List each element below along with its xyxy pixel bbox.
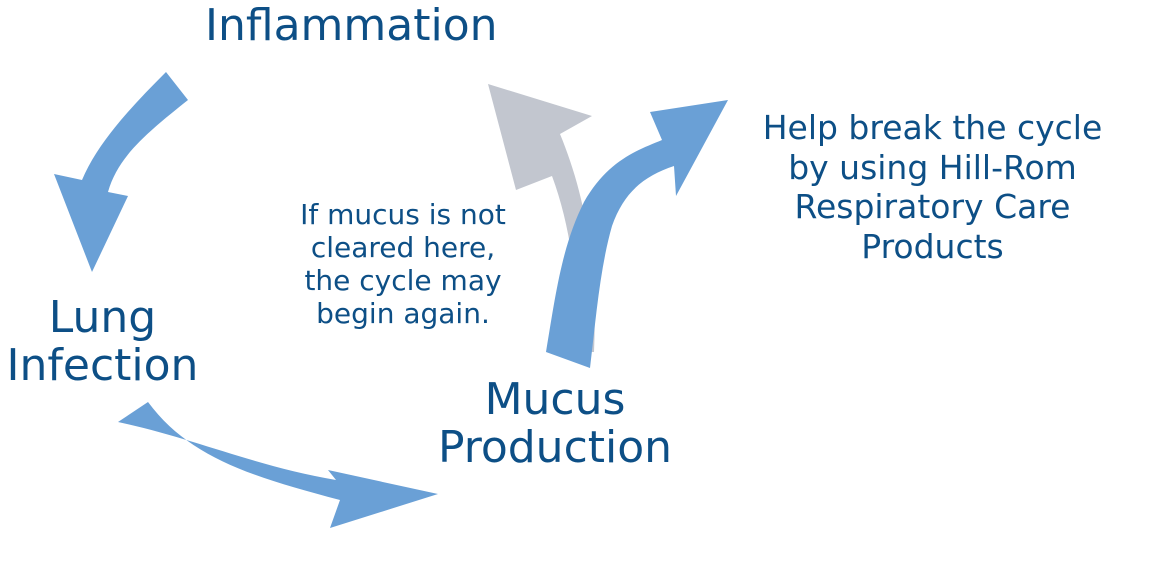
note-not-cleared: If mucus is not cleared here, the cycle …	[278, 198, 528, 330]
note-not-cleared-line-3: the cycle may	[304, 264, 502, 298]
arrow-cycle-restart	[488, 84, 595, 352]
node-inflammation-line: Inflammation	[205, 0, 498, 51]
node-mucus-line-2: Production	[437, 421, 673, 473]
note-not-cleared-line-2: cleared here,	[310, 231, 496, 265]
note-not-cleared-line-1: If mucus is not	[300, 198, 506, 231]
note-break-cycle: Help break the cycle by using Hill-Rom R…	[735, 108, 1130, 266]
note-break-cycle-line-2: by using Hill-Rom	[788, 147, 1077, 187]
arrow-inflammation-to-lung	[54, 72, 188, 272]
node-inflammation: Inflammation	[205, 2, 498, 50]
node-lung-line-2: Infection	[6, 339, 199, 391]
arrow-lung-to-mucus	[118, 402, 438, 528]
node-mucus-production: Mucus Production	[420, 376, 690, 471]
note-not-cleared-line-4: begin again.	[316, 297, 490, 331]
node-lung-line-1: Lung	[48, 292, 157, 343]
note-break-cycle-line-1: Help break the cycle	[762, 108, 1103, 147]
arrow-break-cycle	[546, 100, 728, 368]
note-break-cycle-line-3: Respiratory Care	[794, 187, 1071, 227]
note-break-cycle-line-4: Products	[861, 226, 1004, 266]
node-mucus-line-1: Mucus	[484, 374, 626, 425]
node-lung-infection: Lung Infection	[0, 294, 205, 389]
